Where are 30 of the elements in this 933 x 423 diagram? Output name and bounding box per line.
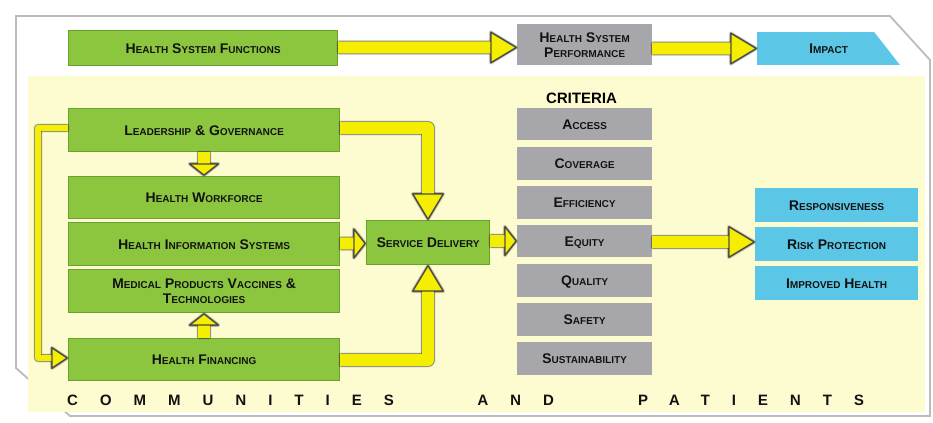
performance-box: Health System Performance: [517, 24, 652, 65]
outcome-box: Risk Protection: [755, 227, 918, 261]
outcome-box: Improved Health: [755, 266, 918, 300]
arrow: [490, 226, 517, 256]
arrow: [338, 32, 517, 64]
arrow: [652, 32, 757, 64]
arrow: [340, 265, 444, 366]
criteria-box: Equity: [517, 225, 652, 257]
arrow: [652, 226, 755, 258]
criteria-box: Efficiency: [517, 186, 652, 219]
function-box: Service Delivery: [366, 220, 490, 265]
function-box: Health Financing: [68, 338, 340, 381]
function-box: Health Information Systems: [68, 222, 340, 266]
function-header-box: Health System Functions: [68, 30, 338, 66]
arrow: [340, 228, 366, 258]
function-box: Leadership & Governance: [68, 108, 340, 152]
arrow: [189, 313, 219, 338]
function-box: Health Workforce: [68, 176, 340, 219]
criteria-box: Quality: [517, 264, 652, 297]
arrow: [35, 125, 68, 369]
column-heading: CRITERIA: [546, 90, 617, 107]
function-box: Medical Products Vaccines & Technologies: [68, 269, 340, 313]
arrow: [340, 122, 444, 220]
criteria-box: Safety: [517, 303, 652, 336]
outcome-box: Responsiveness: [755, 188, 918, 222]
impact-box: Impact: [757, 32, 900, 65]
arrow: [189, 152, 219, 176]
criteria-box: Sustainability: [517, 342, 652, 375]
criteria-box: Access: [517, 108, 652, 140]
criteria-box: Coverage: [517, 147, 652, 180]
